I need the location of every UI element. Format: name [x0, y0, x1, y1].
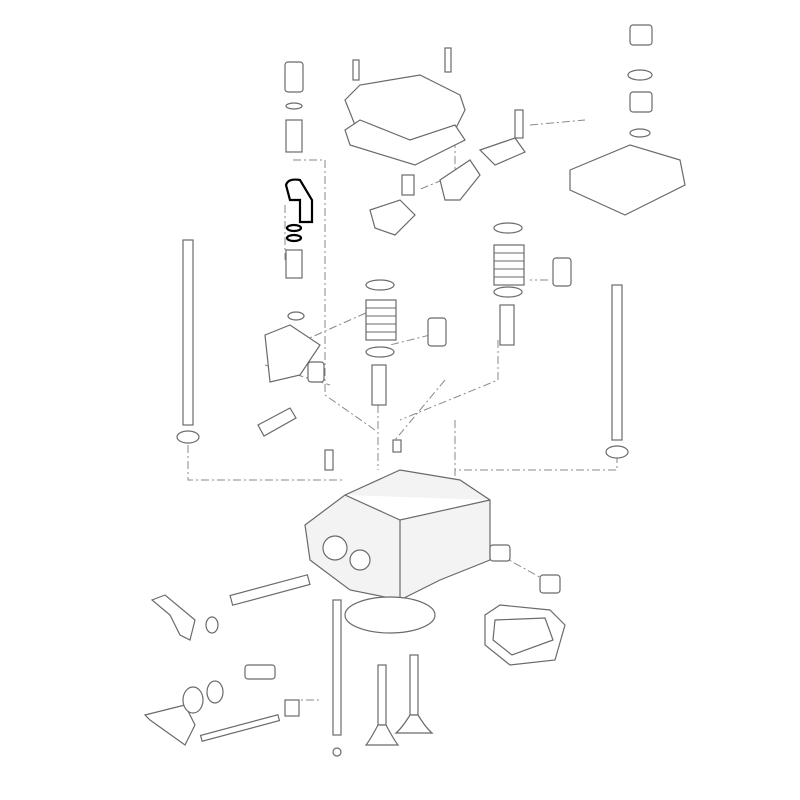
cylinder-head	[304, 439, 491, 634]
valve-springs	[365, 222, 572, 406]
long-studs	[176, 239, 629, 757]
highlighted-banjo-fitting	[284, 178, 314, 224]
valve-cover-left	[344, 47, 466, 166]
gasket-and-plugs	[484, 544, 566, 666]
lower-linkage	[143, 574, 311, 746]
valves	[364, 654, 434, 746]
rocker-arms	[369, 109, 526, 236]
valve-cover-right	[569, 24, 686, 216]
fitting-stack	[257, 61, 325, 437]
